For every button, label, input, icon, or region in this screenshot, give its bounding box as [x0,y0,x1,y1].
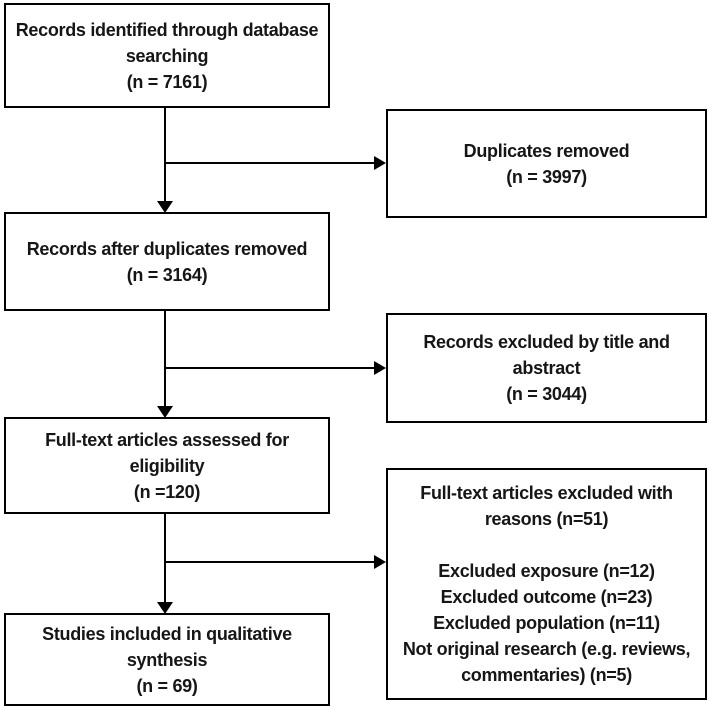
connector-line-after-duplicates-down [164,311,166,406]
right-arrowhead-duplicates [374,156,386,170]
box-records-after-duplicates: Records after duplicates removed (n = 31… [4,212,330,311]
box-records-after-duplicates-text: Records after duplicates removed (n = 31… [26,238,308,285]
box-fulltext-assessed-text: Full-text articles assessed for eligibil… [45,429,289,502]
connector-line-fulltext-down [164,514,166,602]
box-duplicates-removed-text: Duplicates removed (n = 3997) [463,140,630,187]
box-studies-included: Studies included in qualitative synthesi… [4,613,330,706]
connector-line-identified-down [164,108,166,202]
down-arrowhead-identified [157,201,173,213]
right-arrowhead-fulltext-excluded [374,555,386,569]
down-arrowhead-after-duplicates [157,406,173,418]
connector-line-excluded-branch [165,367,375,369]
right-arrowhead-records-excluded [374,361,386,375]
box-records-excluded: Records excluded by title and abstract (… [386,313,707,423]
box-records-identified: Records identified through database sear… [4,3,330,108]
down-arrowhead-fulltext [157,602,173,614]
box-records-excluded-text: Records excluded by title and abstract (… [423,332,670,404]
connector-line-duplicates-branch [165,162,375,164]
box-fulltext-assessed: Full-text articles assessed for eligibil… [4,417,330,514]
connector-line-fulltext-excluded-branch [165,561,375,563]
box-fulltext-excluded: Full-text articles excluded with reasons… [386,468,707,700]
box-records-identified-text: Records identified through database sear… [15,19,319,92]
box-duplicates-removed: Duplicates removed (n = 3997) [386,109,707,218]
box-studies-included-text: Studies included in qualitative synthesi… [42,623,292,696]
box-fulltext-excluded-text: Full-text articles excluded with reasons… [402,483,691,685]
